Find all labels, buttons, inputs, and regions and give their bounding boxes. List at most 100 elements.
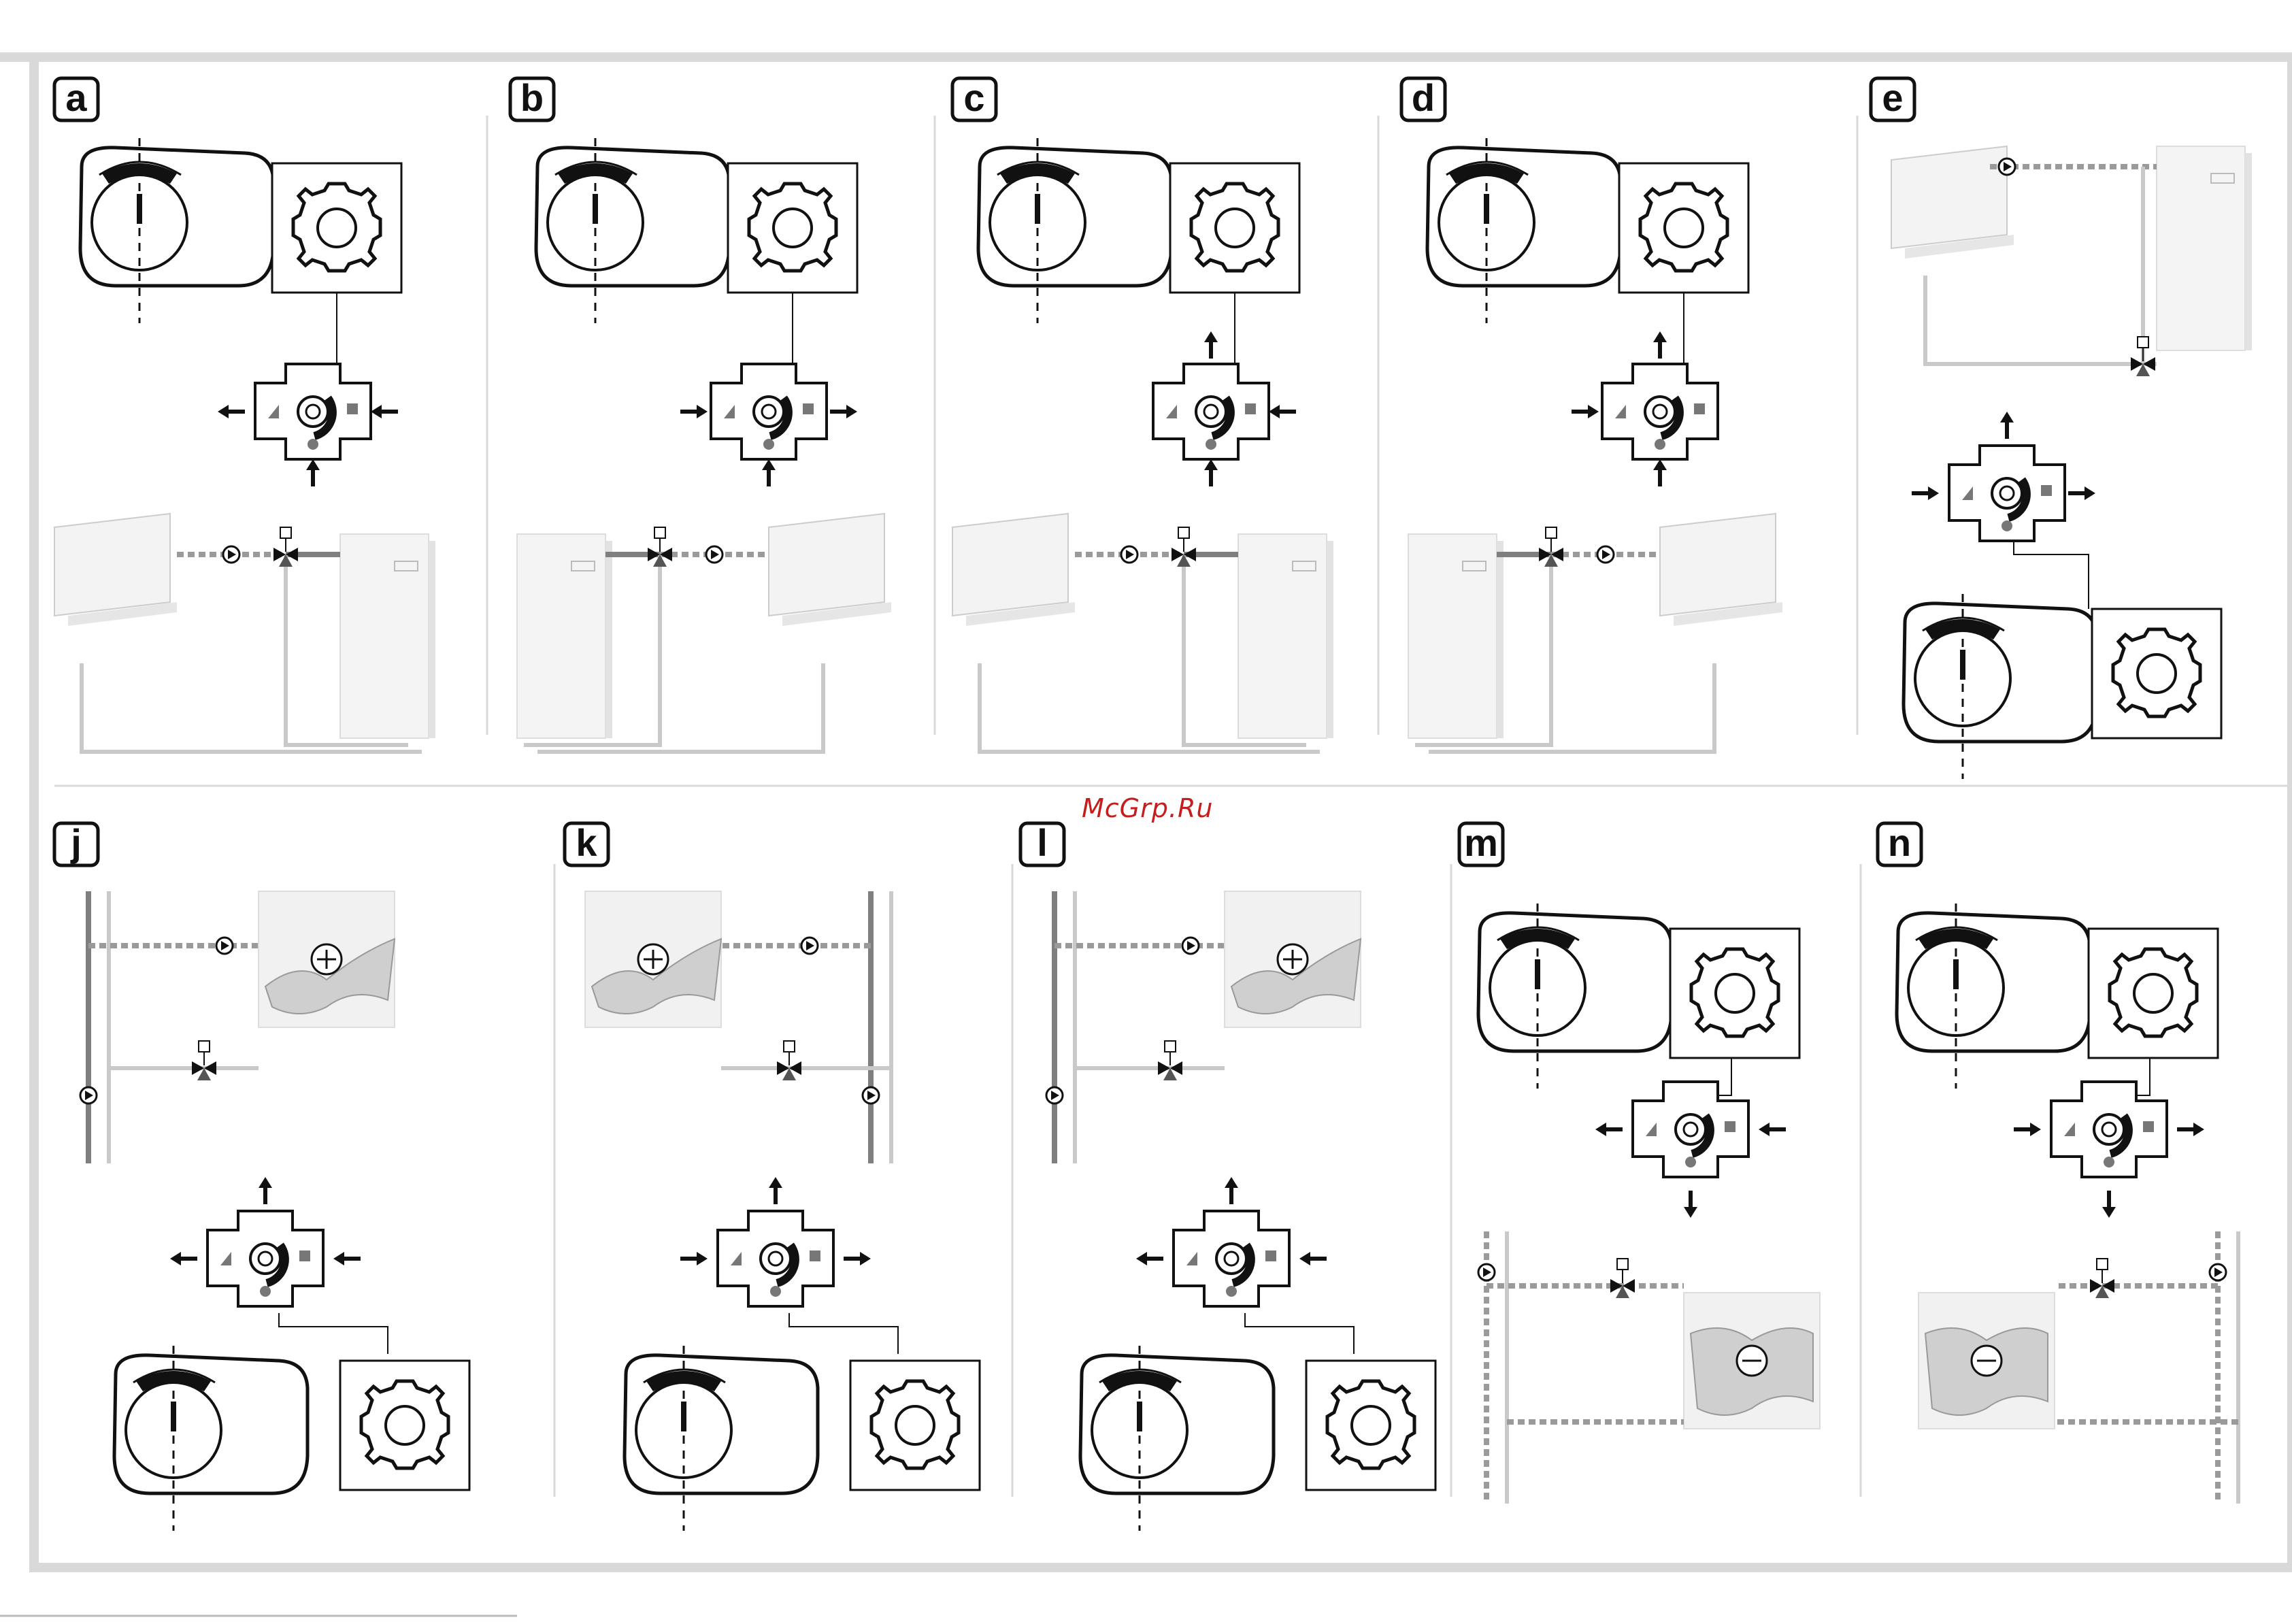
- mixer-valve-icon: [777, 1041, 801, 1080]
- outlet-arrow: [1653, 331, 1667, 359]
- pump-icon: [801, 938, 818, 954]
- inlet-arrow: [1759, 1123, 1786, 1136]
- radiator-icon: [1660, 514, 1782, 626]
- knob-icon: [978, 138, 1172, 323]
- valve-insert-icon: [1170, 163, 1299, 293]
- inlet-arrow: [306, 459, 320, 486]
- outlet-arrow: [1684, 1191, 1697, 1218]
- valve-insert-icon: [1306, 1361, 1435, 1490]
- panel-label: e: [1882, 76, 1903, 119]
- panel-label: j: [70, 821, 82, 864]
- three-way-valve-icon: [255, 364, 371, 459]
- mixer-valve-icon: [1539, 527, 1563, 567]
- panel-b: b: [510, 76, 891, 752]
- three-way-valve-icon: [1153, 364, 1269, 459]
- panel-a: a: [54, 76, 435, 752]
- outlet-arrow: [2177, 1123, 2204, 1136]
- valve-insert-icon: [1619, 163, 1748, 293]
- pump-icon: [1121, 546, 1137, 563]
- panel-d: d: [1401, 76, 1782, 752]
- mixer-valve-icon: [1172, 527, 1196, 567]
- knob-icon: [536, 138, 729, 323]
- boiler-icon: [2157, 146, 2252, 350]
- three-way-valve-icon: [207, 1211, 323, 1306]
- outlet-arrow: [170, 1252, 197, 1265]
- knob-icon: [625, 1346, 818, 1531]
- three-way-valve-icon: [711, 364, 827, 459]
- inlet-arrow: [1653, 459, 1667, 486]
- knob-icon: [1904, 594, 2097, 779]
- valve-insert-icon: [728, 163, 857, 293]
- inlet-arrow: [1912, 486, 1939, 500]
- knob-icon: [1897, 904, 2090, 1089]
- panel-label: l: [1037, 821, 1048, 864]
- knob-icon: [1478, 904, 1672, 1089]
- outlet-arrow: [218, 405, 245, 418]
- panel-label: d: [1412, 76, 1435, 119]
- panel-l: l: [1020, 821, 1435, 1531]
- inlet-arrow: [1299, 1252, 1327, 1265]
- panel-label: b: [520, 76, 544, 119]
- valve-insert-icon: [272, 163, 401, 293]
- heat-exchanger-minus-icon: [1684, 1293, 1820, 1429]
- valve-insert-icon: [1670, 929, 1799, 1058]
- inlet-arrow: [371, 405, 398, 418]
- mixer-valve-icon: [2090, 1259, 2114, 1298]
- radiator-icon: [769, 514, 891, 626]
- panel-label: m: [1464, 821, 1498, 864]
- radiator-icon: [952, 514, 1075, 626]
- valve-insert-icon: [850, 1361, 980, 1490]
- outlet-arrow: [2000, 412, 2014, 439]
- outlet-arrow: [844, 1252, 871, 1265]
- outlet-arrow: [1136, 1252, 1163, 1265]
- heat-exchanger-plus-icon: [585, 891, 721, 1027]
- panel-label: n: [1888, 821, 1911, 864]
- pump-icon: [216, 938, 233, 954]
- panel-m: m: [1459, 821, 1820, 1504]
- pump-icon: [2210, 1264, 2226, 1280]
- outlet-arrow: [1595, 1123, 1623, 1136]
- mixer-valve-icon: [648, 527, 672, 567]
- pump-icon: [1999, 159, 2015, 175]
- knob-icon: [1427, 138, 1621, 323]
- outlet-arrow: [2068, 486, 2095, 500]
- boiler-icon: [340, 534, 435, 738]
- panel-k: k: [565, 821, 980, 1531]
- outlet-arrow: [830, 405, 857, 418]
- three-way-valve-icon: [718, 1211, 833, 1306]
- mixer-valve-icon: [1610, 1259, 1635, 1298]
- mixer-valve-icon: [273, 527, 298, 567]
- pump-icon: [863, 1087, 879, 1104]
- knob-icon: [1080, 1346, 1274, 1531]
- pump-icon: [1478, 1264, 1495, 1280]
- heat-exchanger-minus-icon: [1919, 1293, 2055, 1429]
- inlet-arrow: [762, 459, 776, 486]
- watermark: McGrp.Ru: [1082, 793, 1213, 823]
- mixer-valve-icon: [192, 1041, 216, 1080]
- inlet-arrow: [333, 1252, 361, 1265]
- three-way-valve-icon: [1174, 1211, 1289, 1306]
- heat-exchanger-plus-icon: [1225, 891, 1361, 1027]
- panel-j: j: [54, 821, 469, 1531]
- valve-insert-icon: [340, 1361, 469, 1490]
- boiler-icon: [1238, 534, 1333, 738]
- panel-c: c: [952, 76, 1333, 752]
- mixer-valve-icon: [2131, 337, 2155, 376]
- panel-label: a: [65, 76, 87, 119]
- pump-icon: [1597, 546, 1614, 563]
- inlet-arrow: [1572, 405, 1599, 418]
- outlet-arrow: [1225, 1177, 1238, 1204]
- knob-icon: [80, 138, 273, 323]
- inlet-arrow: [680, 1252, 708, 1265]
- radiator-icon: [54, 514, 177, 626]
- panel-e: e: [1871, 76, 2252, 779]
- three-way-valve-icon: [1949, 446, 2065, 541]
- three-way-valve-icon: [1602, 364, 1718, 459]
- outlet-arrow: [259, 1177, 272, 1204]
- panel-n: n: [1878, 821, 2238, 1504]
- radiator-icon: [1891, 146, 2014, 259]
- valve-insert-icon: [2092, 609, 2221, 738]
- pump-icon: [80, 1087, 97, 1104]
- outlet-arrow: [2102, 1191, 2116, 1218]
